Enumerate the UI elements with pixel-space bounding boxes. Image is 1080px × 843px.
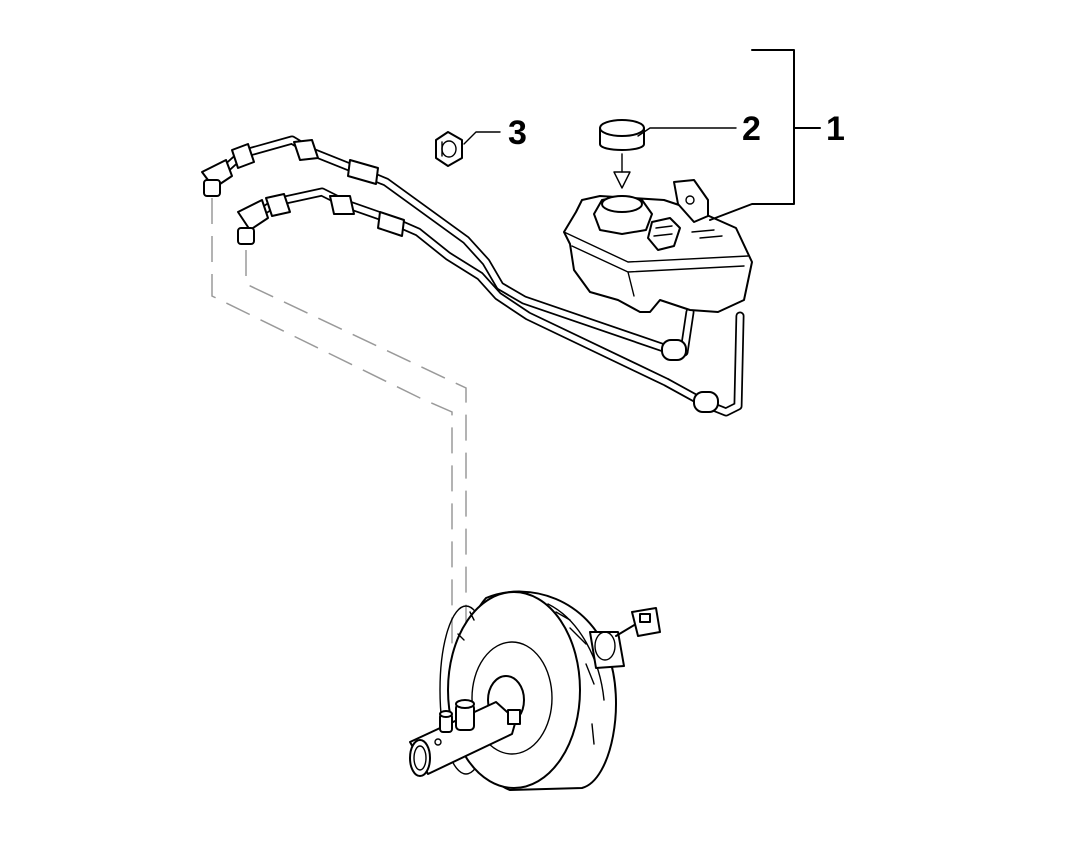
tube-connector-reservoir — [661, 339, 719, 413]
reservoir-cap — [599, 119, 645, 151]
leader-lines — [463, 49, 821, 221]
fluid-reservoir — [563, 179, 753, 313]
tube-fitting-upper — [201, 139, 379, 197]
cap-to-reservoir-line — [613, 153, 631, 189]
brake-booster — [439, 590, 661, 791]
callout-2: 2 — [742, 110, 761, 148]
callout-1: 1 — [826, 110, 845, 148]
callout-labels: 1 2 3 — [508, 110, 845, 152]
callout-3: 3 — [508, 114, 527, 152]
hex-nut — [435, 131, 463, 167]
assembly-dashed-lines — [211, 198, 467, 690]
tube-fitting-lower — [237, 193, 405, 245]
master-cylinder — [409, 699, 521, 777]
